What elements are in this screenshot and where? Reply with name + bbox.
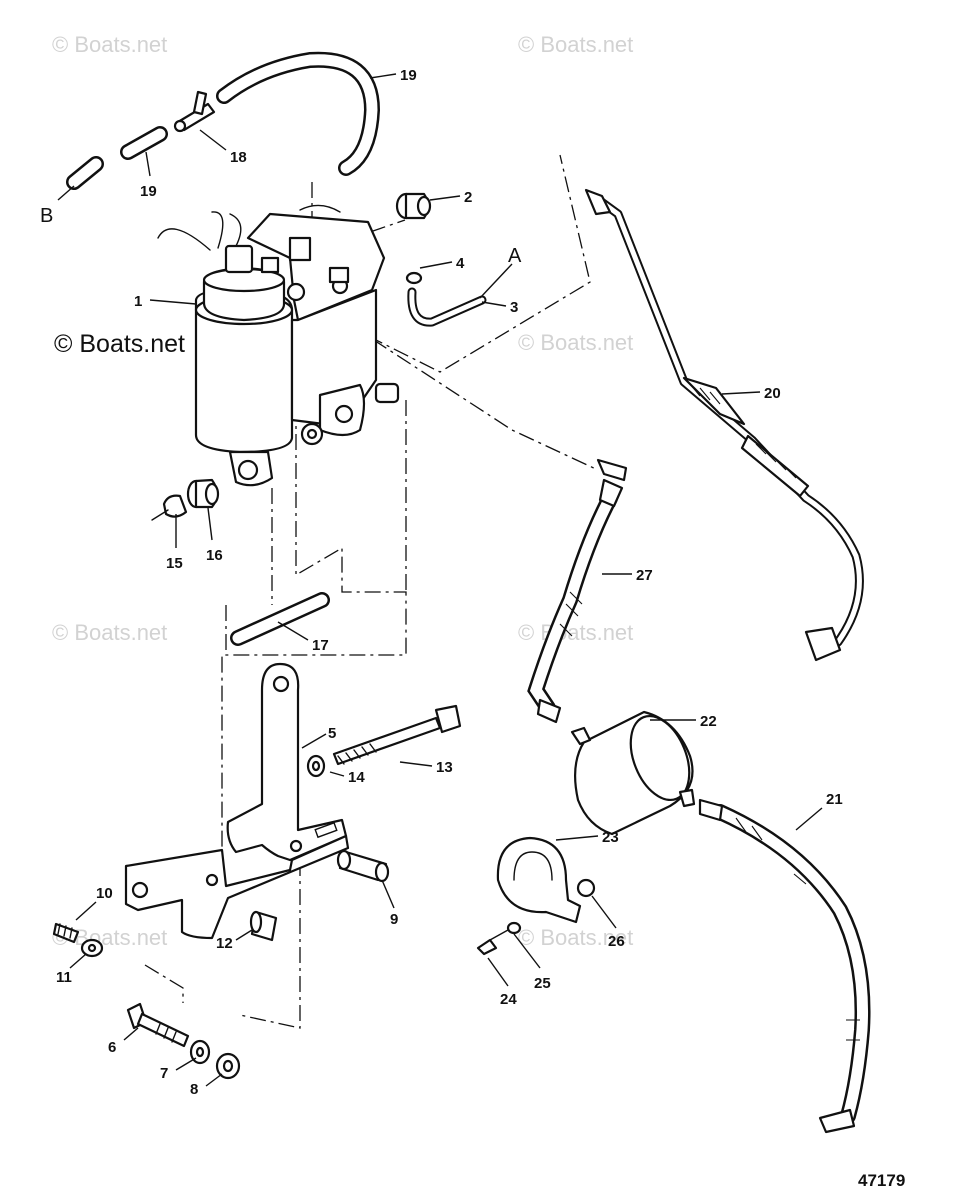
fuel-water-separator-assembly: [157, 204, 400, 487]
watermark-layer: © Boats.net © Boats.net © Boats.net © Bo…: [52, 32, 633, 950]
callout-25: 25: [534, 975, 551, 992]
drain-hose: [230, 592, 330, 646]
callout-6: 6: [108, 1039, 116, 1056]
hose-clamp: [405, 271, 423, 285]
callout-labels: 1 2 3 4 5 6 7 8 9 10 11 12 13 14 15 16 1…: [56, 67, 843, 1098]
watermark-mid-right: © Boats.net: [518, 330, 633, 355]
callout-19-long: 19: [400, 67, 417, 84]
assembly-dashed-lines: [144, 154, 599, 1029]
vent-hose-short: [120, 126, 168, 160]
bushing: [249, 910, 278, 942]
callout-13: 13: [436, 759, 453, 776]
callout-22: 22: [700, 713, 717, 730]
bracket-screw: [476, 929, 509, 956]
callout-15: 15: [166, 555, 183, 572]
callout-9: 9: [390, 911, 398, 928]
callout-16: 16: [206, 547, 223, 564]
self-tapping-screw: [52, 922, 80, 944]
leader-lines: [57, 73, 823, 1087]
callout-27: 27: [636, 567, 653, 584]
fuel-line-rigid: [584, 188, 864, 662]
watermark-center-right: © Boats.net: [518, 620, 633, 645]
callout-18: 18: [230, 149, 247, 166]
callout-24: 24: [500, 991, 517, 1008]
bracket-washer: [506, 921, 522, 935]
vent-hose-long: [216, 51, 381, 176]
fuel-line-outlet: [698, 798, 871, 1134]
mounting-bracket: [124, 662, 350, 940]
callout-14: 14: [348, 769, 365, 786]
hose-b-stub: [66, 156, 104, 190]
callout-1: 1: [134, 293, 142, 310]
reference-letter-b: B: [40, 205, 53, 227]
through-bolt: [332, 704, 462, 766]
callout-19-short: 19: [140, 183, 157, 200]
callout-12: 12: [216, 935, 233, 952]
callout-20: 20: [764, 385, 781, 402]
callout-5: 5: [328, 725, 336, 742]
bracket-nut: [576, 878, 596, 898]
watermark-top-right: © Boats.net: [518, 32, 633, 57]
callout-8: 8: [190, 1081, 198, 1098]
lock-washer: [80, 938, 104, 958]
callout-10: 10: [96, 885, 113, 902]
grommet: [395, 192, 432, 220]
callout-26: 26: [608, 933, 625, 950]
callout-7: 7: [160, 1065, 168, 1082]
filter-bracket: [496, 836, 582, 924]
watermark-top-left: © Boats.net: [52, 32, 167, 57]
hex-bolt: [126, 1002, 190, 1048]
inline-fuel-filter: [570, 710, 696, 836]
hex-nut: [215, 1052, 241, 1080]
callout-11: 11: [56, 969, 72, 986]
callout-21: 21: [826, 791, 843, 808]
tee-fitting: [173, 90, 216, 133]
callout-4: 4: [456, 255, 465, 272]
callout-2: 2: [464, 189, 472, 206]
fuel-hose-elbow: [407, 287, 487, 327]
spacer-sleeve: [336, 849, 390, 883]
watermark-dark: © Boats.net: [54, 330, 185, 358]
callout-3: 3: [510, 299, 518, 316]
watermark-bottom-right: © Boats.net: [518, 925, 633, 950]
callout-23: 23: [602, 829, 619, 846]
flat-washer: [306, 754, 326, 778]
rubber-grommet: [186, 478, 220, 509]
watermark-mid-left: © Boats.net: [52, 620, 167, 645]
reference-letter-a: A: [508, 245, 522, 267]
document-number: 47179: [858, 1171, 905, 1190]
mounting-screw: [151, 494, 188, 521]
fuel-line-flexible: [527, 458, 628, 724]
callout-17: 17: [312, 637, 329, 654]
